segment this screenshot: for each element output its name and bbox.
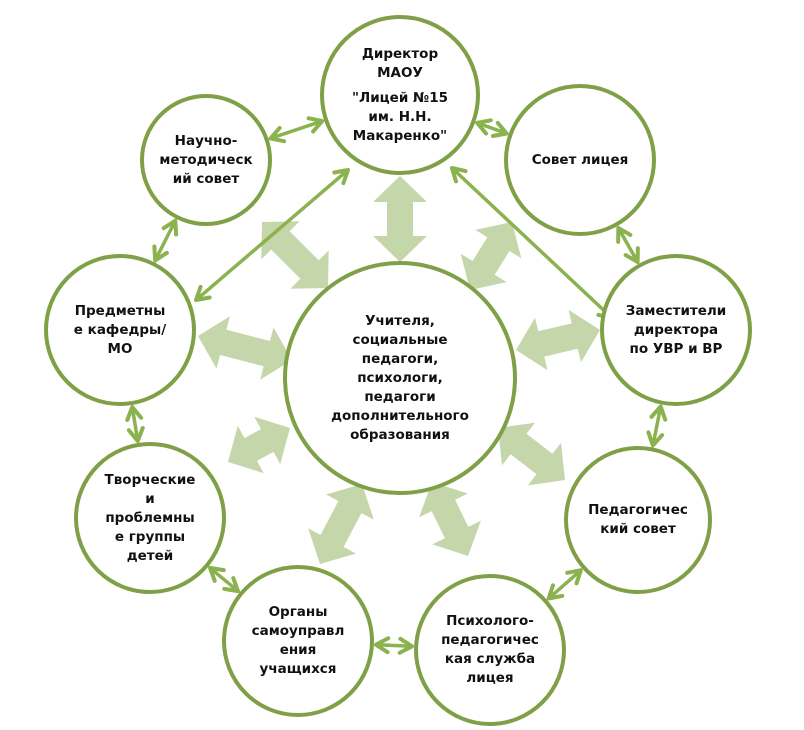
node-label-line: Психолого- bbox=[446, 613, 534, 629]
thin-arrow-director-departments bbox=[194, 168, 350, 302]
node-label-deputies: Заместители директора по УВР и ВР bbox=[611, 256, 741, 404]
node-label-line: Учителя, bbox=[365, 312, 435, 329]
node-circle-psych-service bbox=[414, 574, 566, 726]
node-label-line: Педагогичес bbox=[588, 502, 688, 518]
node-label-line: психологи, bbox=[357, 369, 443, 386]
node-label-line: лицея bbox=[466, 670, 514, 686]
thin-arrow-psych-service-self-government bbox=[373, 636, 415, 655]
thick-arrow-center-psych-service bbox=[419, 482, 481, 556]
node-label-line: Совет лицея bbox=[531, 151, 629, 168]
node-label-line: Научно- bbox=[174, 132, 238, 149]
node-label-line: педагогичес bbox=[441, 632, 539, 648]
node-label-teachers: Учителя, социальные педагоги, психологи, пед… bbox=[310, 263, 490, 493]
node-label-line: социальные bbox=[352, 331, 448, 348]
node-circle-deputies bbox=[600, 254, 752, 406]
node-label-line: кая служба bbox=[444, 651, 536, 667]
node-label-line: е кафедры/ bbox=[73, 321, 167, 338]
thin-arrow-ped-council-psych-service bbox=[546, 568, 583, 601]
node-label-line: Заместители bbox=[625, 302, 727, 319]
node-circle-creative-groups bbox=[74, 442, 226, 594]
thin-arrow-creative-groups-departments bbox=[125, 405, 145, 443]
node-label-self-government: Органы самоуправл ения учащихся bbox=[233, 567, 363, 715]
node-label-departments: Предметны е кафедры/МО bbox=[55, 256, 185, 404]
thin-arrow-sci-council-director bbox=[268, 116, 325, 144]
node-label-line: педагоги, bbox=[361, 350, 439, 367]
node-circle-director bbox=[320, 15, 480, 175]
node-label-line: самоуправл bbox=[251, 623, 345, 639]
node-label-line: директора bbox=[633, 321, 719, 338]
node-label-line: МО bbox=[107, 340, 133, 357]
node-label-psych-service: Психолого-педагогичес кая служба лицея bbox=[425, 576, 555, 724]
node-label-line: учащихся bbox=[259, 661, 337, 677]
thin-arrow-director-council bbox=[475, 118, 509, 139]
node-label-line: детей bbox=[126, 547, 174, 564]
node-label-line: МАОУ bbox=[377, 64, 423, 81]
thin-arrow-self-government-creative-groups bbox=[207, 565, 241, 594]
node-label-line: е группы bbox=[114, 528, 186, 545]
node-circle-self-government bbox=[222, 565, 374, 717]
node-label-line: дополнительного bbox=[331, 407, 469, 424]
thin-arrow-departments-sci-council bbox=[152, 218, 179, 263]
circles-layer bbox=[44, 15, 752, 726]
node-label-line: Директор bbox=[361, 45, 439, 62]
thin-arrows-layer bbox=[125, 116, 668, 655]
thick-arrows-layer bbox=[198, 176, 600, 564]
node-label-creative-groups: Творческие и проблемны е группы детей bbox=[85, 444, 215, 592]
node-label-line: и bbox=[145, 490, 155, 507]
thick-arrow-center-creative-groups bbox=[228, 416, 290, 474]
thick-arrow-center-deputies bbox=[516, 309, 600, 371]
node-label-line: ения bbox=[279, 642, 317, 658]
thick-arrow-center-council bbox=[460, 222, 522, 290]
node-circle-council bbox=[504, 84, 656, 236]
node-label-ped-council: Педагогичес кий совет bbox=[573, 448, 703, 592]
node-label-sci-council: Научно-методическ ий совет bbox=[146, 96, 266, 224]
node-label-line: Творческие bbox=[104, 471, 196, 488]
node-label-line: образования bbox=[350, 426, 450, 443]
node-label-council: Совет лицея bbox=[515, 86, 645, 234]
node-circle-departments bbox=[44, 254, 196, 406]
node-label-line: педагоги bbox=[364, 388, 436, 405]
node-label-line: методическ bbox=[159, 151, 253, 168]
node-label-line: Предметны bbox=[74, 302, 166, 319]
node-label-line: по УВР и ВР bbox=[629, 340, 723, 357]
thin-arrow-deputies-ped-council bbox=[646, 404, 668, 448]
node-label-line: им. Н.Н. bbox=[368, 108, 432, 125]
node-label-line: Макаренко" bbox=[352, 127, 448, 144]
node-label-line: кий совет bbox=[600, 521, 676, 537]
node-label-line: проблемны bbox=[105, 509, 195, 526]
thick-arrow-center-ped-council bbox=[498, 422, 565, 486]
thick-arrow-center-sci-council bbox=[261, 221, 329, 289]
node-label-line: Органы bbox=[268, 604, 328, 620]
node-circle-teachers bbox=[283, 261, 517, 495]
node-label-line: ий совет bbox=[172, 170, 240, 187]
node-circle-sci-council bbox=[140, 94, 272, 226]
thick-arrow-center-self-government bbox=[308, 484, 374, 564]
thin-arrow-council-deputies bbox=[616, 225, 640, 265]
thick-arrow-center-director bbox=[373, 176, 427, 262]
node-circle-ped-council bbox=[564, 446, 712, 594]
thick-arrow-center-departments bbox=[198, 316, 292, 380]
node-label-line: "Лицей №15 bbox=[351, 89, 449, 106]
